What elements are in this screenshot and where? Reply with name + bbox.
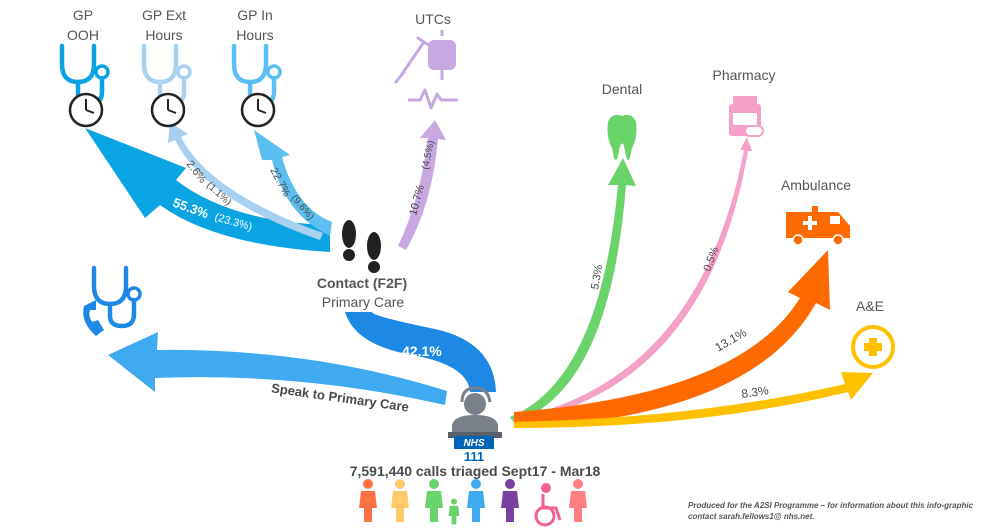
- node-label-utcs: UTCs: [415, 11, 451, 27]
- calls-summary: 7,591,440 calls triaged Sept17 - Mar18: [350, 463, 601, 479]
- plus-icon: [851, 325, 895, 369]
- flow-label-pharmacy: 0.5%: [702, 245, 722, 273]
- node-label-gp-ext-l2: Hours: [145, 27, 182, 43]
- flow-label-f2f: 42.1%: [402, 343, 442, 359]
- node-label-contact: Contact (F2F): [317, 275, 407, 291]
- node-label-dental: Dental: [602, 81, 642, 97]
- node-label-ae: A&E: [856, 298, 884, 314]
- node-label-pharmacy: Pharmacy: [712, 67, 775, 83]
- flow-arrow-gp-ext: [168, 122, 323, 240]
- flow-label-ae: 8.3%: [740, 383, 769, 401]
- node-label-gp-ext-l1: GP Ext: [142, 7, 186, 23]
- node-label-gp-in-l1: GP In: [237, 7, 273, 23]
- node-label-gp-ooh-l1: GP: [73, 7, 93, 23]
- node-label-primary-care: Primary Care: [322, 294, 405, 310]
- flow-label-gp-in-sub: (9.6%): [289, 193, 316, 223]
- flow-label-speak: 12.3%: [199, 390, 238, 409]
- syringe-icon: [394, 36, 432, 84]
- call-handler-icon: [448, 386, 502, 449]
- flow-band-f2f: [345, 312, 496, 392]
- icons: [62, 30, 895, 449]
- flow-arrow-utc: [398, 120, 446, 250]
- flow-arrow-pharmacy: [513, 137, 752, 423]
- medicine-bottle-icon: [729, 96, 764, 137]
- ambulance-icon: [786, 206, 850, 246]
- phone-stethoscope-icon: [83, 268, 140, 336]
- clock-icon: [240, 92, 276, 128]
- people-icon: [359, 479, 587, 527]
- flow-arrow-gp-ooh: [85, 128, 330, 252]
- nhs-111-logo: NHS 111: [463, 438, 484, 464]
- flow-arrow-ambulance: [514, 250, 830, 428]
- clock-icon: [150, 92, 186, 128]
- wheelchair-person-icon: [534, 483, 562, 527]
- flow-label-ambulance: 13.1%: [713, 325, 750, 354]
- node-label-ambulance: Ambulance: [781, 177, 851, 193]
- nhs-text: NHS: [463, 438, 484, 449]
- flow-arrow-dental: [510, 158, 636, 423]
- node-label-gp-ooh-l2: OOH: [67, 27, 99, 43]
- flow-arrow-gp-in: [254, 130, 332, 236]
- flow-arrow-speak: [108, 332, 447, 405]
- flow-label-dental: 5.3%: [589, 264, 605, 291]
- clock-icon: [68, 92, 104, 128]
- footprints-icon: [342, 220, 381, 273]
- credits-note: Produced for the A2SI Programme – for in…: [688, 501, 974, 521]
- flow-label-gp-ext: 2.6%: [184, 158, 209, 185]
- flow-arrow-ae: [514, 372, 873, 428]
- tooth-icon: [607, 114, 637, 161]
- heartbeat-icon: [408, 88, 458, 110]
- flow-bands: [85, 120, 873, 428]
- nhs-111-number: 111: [464, 449, 484, 464]
- iv-bag-icon: [428, 30, 456, 80]
- node-label-gp-in-l2: Hours: [236, 27, 273, 43]
